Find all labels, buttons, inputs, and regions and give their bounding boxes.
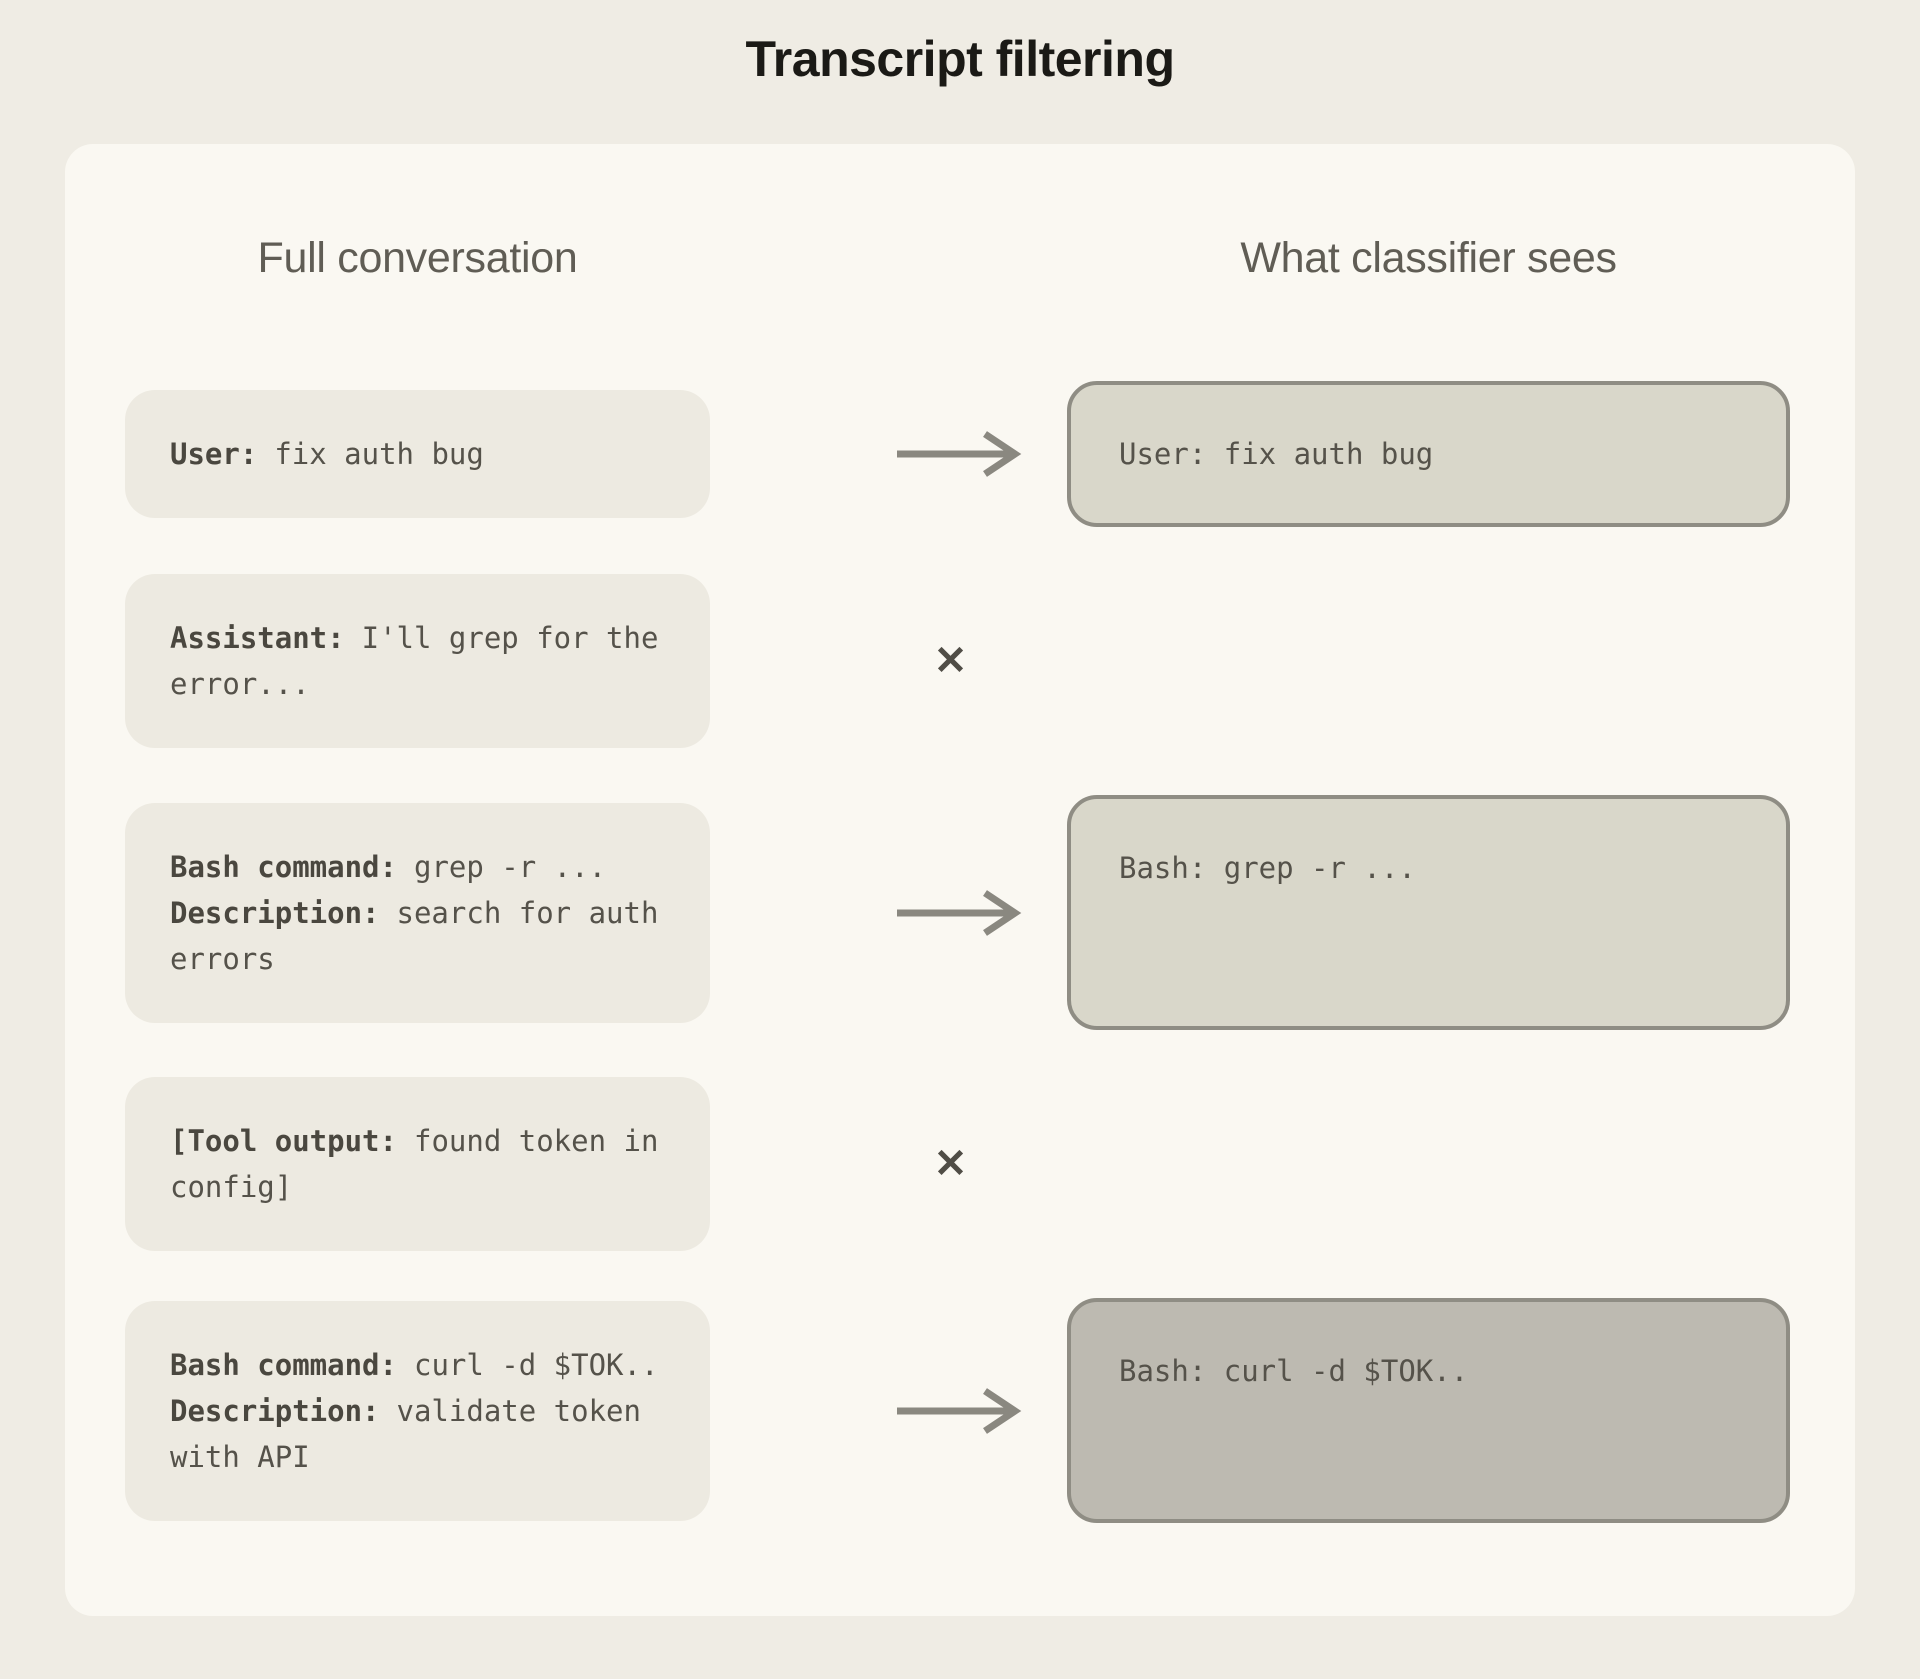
message-segment: Description:validate token with API: [170, 1388, 682, 1480]
connector-filtered: ✕: [782, 641, 1139, 681]
classifier-text: Bash: grep -r ...: [1119, 851, 1416, 885]
column-headers: Full conversation What classifier sees: [125, 234, 1790, 283]
classifier-sees-bash-grep-box: Bash: grep -r ...: [1067, 795, 1790, 1030]
diagram-rows: User: fix auth bug User: fix auth bug Ass…: [125, 381, 1790, 1523]
message-field-label: [Tool output:: [170, 1124, 397, 1158]
message-segment: User: fix auth bug: [170, 431, 682, 477]
row-tool-output: [Tool output:found token in config] ✕: [125, 1077, 1790, 1251]
message-field-label: Description:: [170, 1393, 380, 1428]
message-text: found token in config]: [170, 1124, 659, 1204]
connector-kept: [782, 1387, 1139, 1434]
row-user-message: User: fix auth bug User: fix auth bug: [125, 381, 1790, 527]
connector-kept: [782, 889, 1139, 936]
filtered-out-cross-icon: ✕: [933, 639, 968, 683]
message-segment: Bash command: grep -r ...: [170, 844, 682, 890]
left-column-header: Full conversation: [257, 234, 578, 282]
classifier-text: User: fix auth bug: [1119, 437, 1434, 471]
connector-filtered: ✕: [782, 1144, 1139, 1184]
message-role-label: Assistant:: [170, 621, 345, 655]
full-conversation-assistant-box: Assistant:I'll grep for the error...: [125, 574, 710, 748]
kept-arrow-icon: [896, 431, 1021, 477]
message-field-label: Description:: [170, 895, 380, 930]
full-conversation-bash-grep-box: Bash command: grep -r ... Description:sea…: [125, 802, 710, 1023]
kept-arrow-icon: [896, 889, 1021, 936]
full-conversation-user-box: User: fix auth bug: [125, 390, 710, 518]
classifier-text: Bash: curl -d $TOK..: [1119, 1354, 1469, 1388]
message-segment: Bash command: curl -d $TOK..: [170, 1342, 682, 1388]
diagram-card: Full conversation What classifier sees U…: [65, 144, 1855, 1616]
row-assistant-message: Assistant:I'll grep for the error... ✕: [125, 574, 1790, 748]
message-field-label: Bash command:: [170, 1347, 397, 1382]
full-conversation-tool-output-box: [Tool output:found token in config]: [125, 1077, 710, 1251]
classifier-sees-bash-curl-box: Bash: curl -d $TOK..: [1067, 1298, 1790, 1523]
message-text: curl -d $TOK..: [413, 1347, 659, 1382]
connector-kept: [782, 431, 1139, 477]
message-segment: Assistant:I'll grep for the error...: [170, 615, 682, 707]
full-conversation-bash-curl-box: Bash command: curl -d $TOK.. Description:…: [125, 1300, 710, 1521]
message-role-label: User:: [170, 437, 258, 471]
message-text: validate token with API: [170, 1393, 641, 1474]
message-text: search for auth errors: [170, 895, 659, 976]
filtered-out-cross-icon: ✕: [933, 1142, 968, 1186]
classifier-sees-user-box: User: fix auth bug: [1067, 381, 1790, 527]
row-bash-grep-command: Bash command: grep -r ... Description:sea…: [125, 795, 1790, 1030]
kept-arrow-icon: [896, 1387, 1021, 1434]
message-segment: [Tool output:found token in config]: [170, 1118, 682, 1210]
message-segment: Description:search for auth errors: [170, 890, 682, 982]
message-text: I'll grep for the error...: [170, 621, 659, 701]
page-title: Transcript filtering: [745, 31, 1175, 87]
message-field-label: Bash command:: [170, 849, 397, 884]
message-text: fix auth bug: [274, 437, 484, 471]
row-bash-curl-command: Bash command: curl -d $TOK.. Description:…: [125, 1298, 1790, 1523]
right-column-header: What classifier sees: [1240, 234, 1617, 282]
message-text: grep -r ...: [413, 849, 607, 884]
